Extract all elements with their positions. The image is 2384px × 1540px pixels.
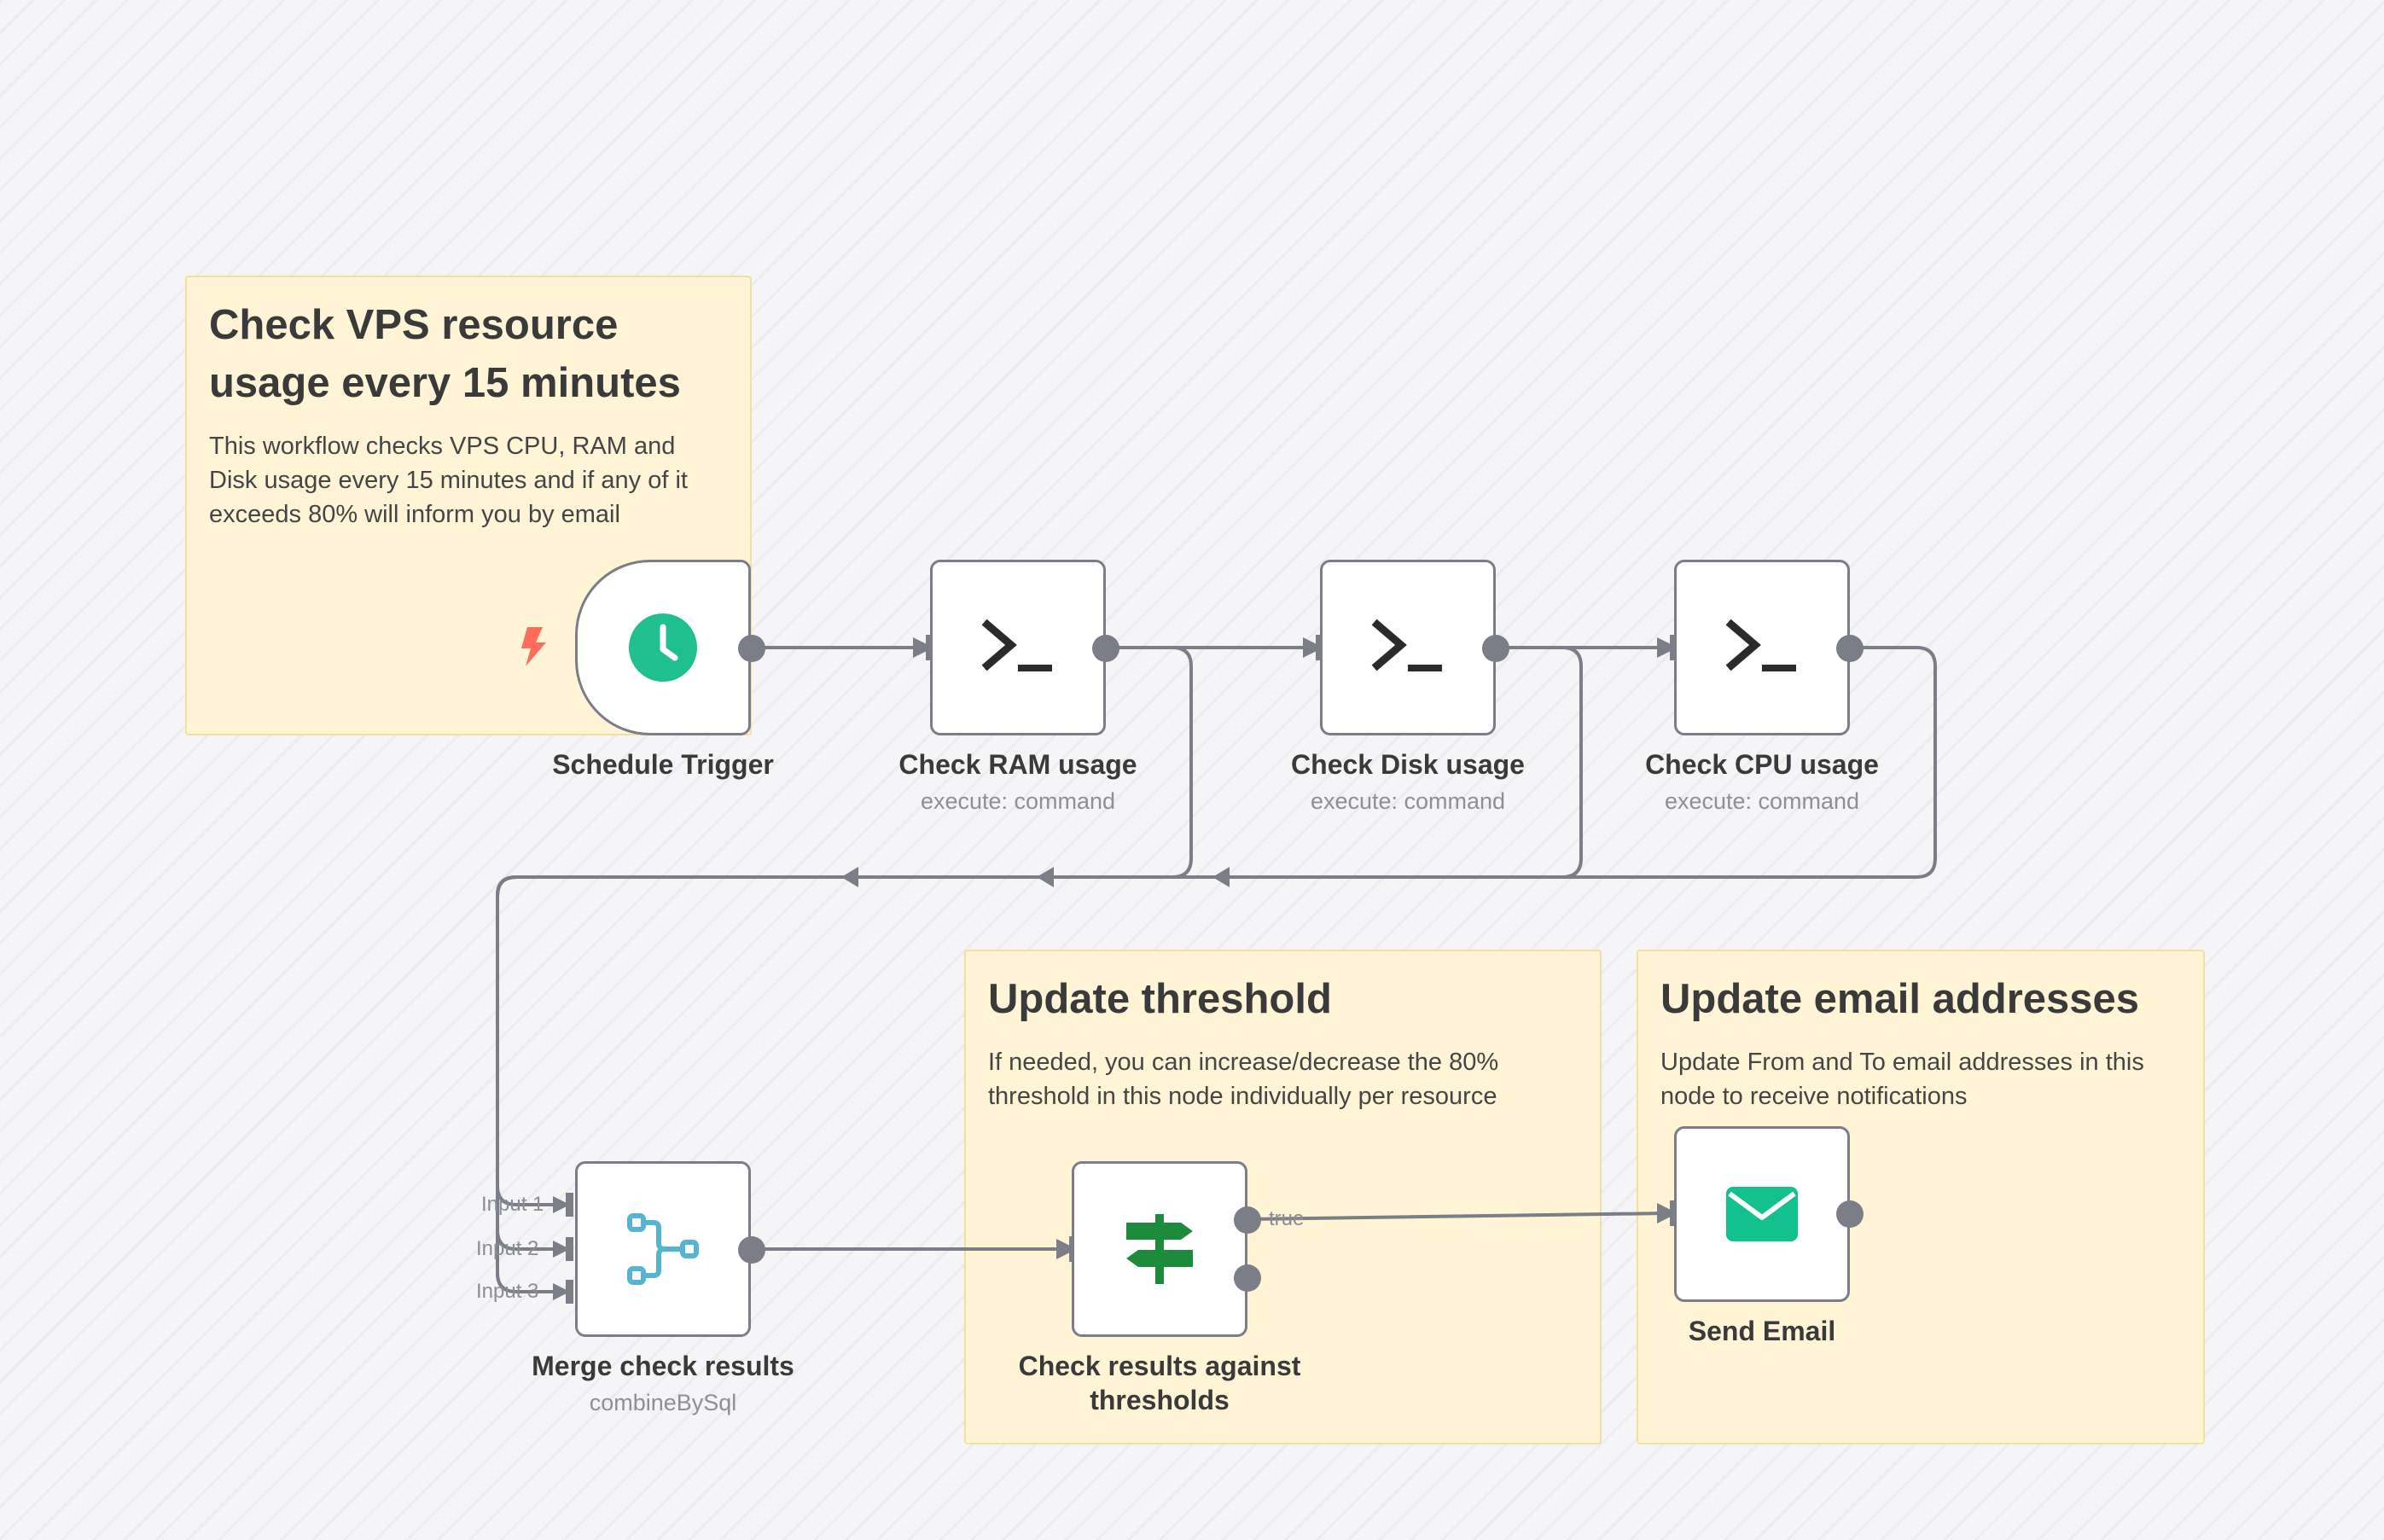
node-label-if-line1: Check results against: [1018, 1351, 1301, 1381]
node-sub-cpu: execute: command: [1664, 788, 1860, 814]
node-schedule-trigger[interactable]: [575, 560, 751, 735]
input-arrow-email: [1657, 1203, 1678, 1223]
sticky-intro-body: This workflow checks VPS CPU, RAM and Di…: [209, 433, 688, 528]
node-label-if: Check results against thresholds: [980, 1349, 1339, 1417]
wire-arrow: [841, 867, 858, 887]
sticky-threshold-title: Update threshold: [988, 976, 1332, 1022]
node-send-email[interactable]: [1674, 1126, 1850, 1302]
input-handle-merge-2[interactable]: [566, 1237, 573, 1261]
merge-icon: [627, 1213, 699, 1285]
node-label-cpu: Check CPU usage: [1645, 749, 1879, 780]
node-label-ram: Check RAM usage: [898, 749, 1137, 780]
output-handle-email[interactable]: [1835, 1200, 1864, 1229]
node-check-cpu[interactable]: [1674, 560, 1850, 735]
input-handle-email[interactable]: [1670, 1200, 1678, 1226]
node-check-disk[interactable]: [1320, 560, 1496, 735]
merge-input-label-1: Input 1: [481, 1193, 544, 1216]
output-handle-schedule[interactable]: [737, 634, 766, 663]
input-handle-ram[interactable]: [926, 635, 933, 660]
input-arrow-merge-1: [553, 1196, 570, 1213]
wire-arrow: [1037, 867, 1054, 887]
clock-icon: [629, 613, 697, 682]
sticky-threshold-body: If needed, you can increase/decrease the…: [988, 1049, 1499, 1110]
input-arrow-if: [1056, 1239, 1077, 1259]
node-sub-ram: execute: command: [920, 788, 1116, 814]
merge-input-label-3: Input 3: [476, 1280, 539, 1303]
output-handle-if-true[interactable]: [1233, 1206, 1262, 1235]
sticky-email-title: Update email addresses: [1660, 976, 2140, 1022]
node-sub-merge: combineBySql: [589, 1390, 737, 1415]
output-handle-disk[interactable]: [1481, 634, 1510, 663]
envelope-icon: [1726, 1187, 1798, 1241]
output-handle-cpu[interactable]: [1835, 634, 1864, 663]
input-arrow-ram: [913, 637, 933, 658]
output-handle-merge[interactable]: [737, 1235, 766, 1264]
sticky-note-threshold[interactable]: Update threshold If needed, you can incr…: [964, 950, 1602, 1444]
input-arrow-cpu: [1657, 637, 1678, 658]
input-arrow-merge-3: [553, 1283, 570, 1300]
sticky-email-body: Update From and To email addresses in th…: [1660, 1049, 2144, 1110]
node-label-if-line2: thresholds: [1090, 1385, 1230, 1415]
wire-disk-to-merge[interactable]: [496, 646, 1583, 1251]
node-sub-disk: execute: command: [1310, 788, 1506, 814]
if-true-output-label: true: [1269, 1207, 1305, 1230]
signpost-icon: [1126, 1214, 1193, 1284]
input-handle-merge-1[interactable]: [566, 1193, 573, 1217]
output-handle-if-false[interactable]: [1233, 1264, 1262, 1293]
node-check-ram[interactable]: [930, 560, 1106, 735]
output-handle-ram[interactable]: [1091, 634, 1120, 663]
node-label-email: Send Email: [1688, 1316, 1836, 1346]
node-label-schedule: Schedule Trigger: [552, 749, 774, 780]
terminal-icon: [981, 619, 1052, 671]
sticky-note-intro[interactable]: Check VPS resource usage every 15 minute…: [185, 276, 752, 735]
terminal-icon: [1725, 619, 1796, 671]
merge-input-label-2: Input 2: [476, 1237, 539, 1260]
input-handle-merge-3[interactable]: [566, 1280, 573, 1304]
node-if-thresholds[interactable]: [1072, 1161, 1247, 1337]
input-arrow-disk: [1303, 637, 1323, 658]
sticky-intro-title: Check VPS resource usage every 15 minute…: [209, 302, 681, 406]
input-handle-disk[interactable]: [1316, 635, 1323, 660]
node-merge-check-results[interactable]: [575, 1161, 751, 1337]
terminal-icon: [1371, 619, 1442, 671]
node-label-merge: Merge check results: [532, 1351, 794, 1381]
trigger-bolt-icon: [521, 627, 546, 666]
wire-if-true-to-email[interactable]: [1246, 1212, 1669, 1221]
input-arrow-merge-2: [553, 1241, 570, 1258]
wire-arrow: [1212, 867, 1230, 887]
node-label-disk: Check Disk usage: [1291, 749, 1525, 780]
input-handle-cpu[interactable]: [1670, 635, 1678, 660]
